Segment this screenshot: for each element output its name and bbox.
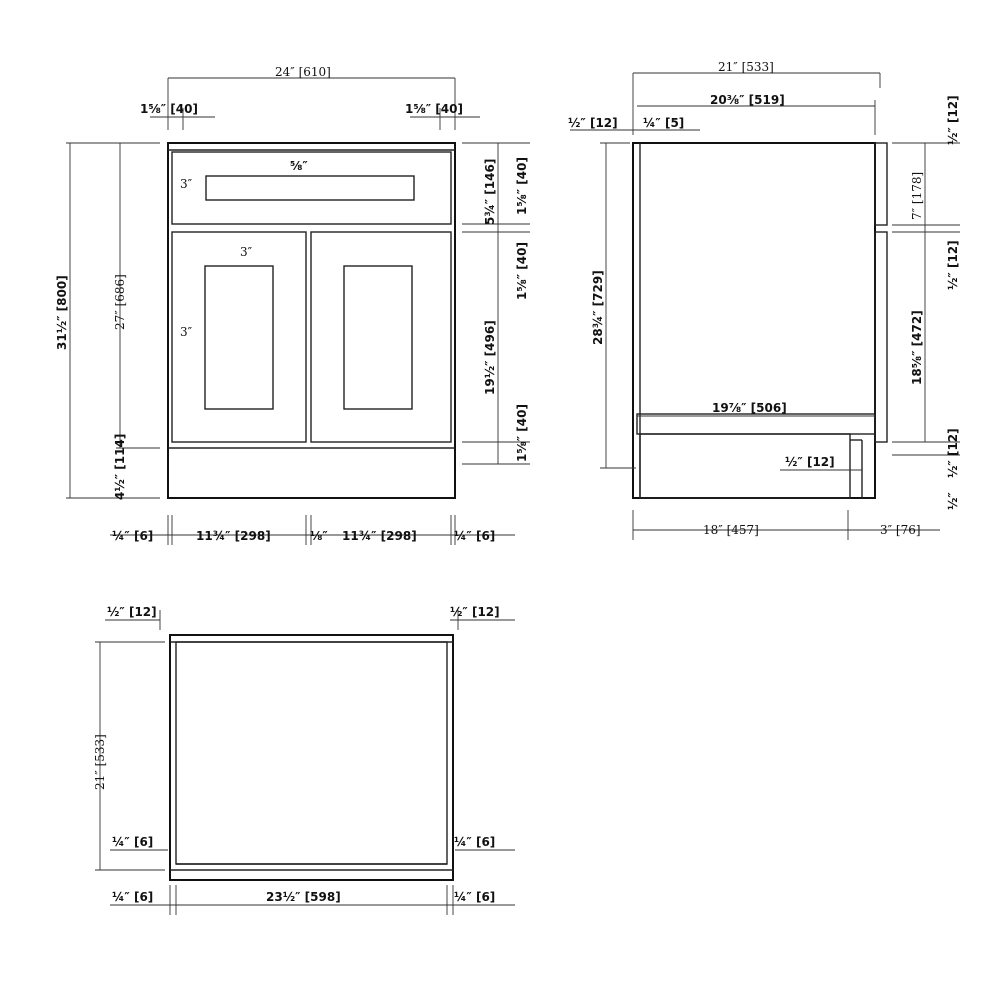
top-bottom-left: ¼″ [6] bbox=[112, 890, 153, 904]
right-door-panel bbox=[343, 265, 413, 410]
front-drawer-panel-left: 3″ bbox=[180, 177, 193, 191]
front-bottom-left-side: ¼″ [6] bbox=[112, 529, 153, 543]
side-shelf bbox=[636, 413, 876, 435]
side-overall-height: 28¾″ [729] bbox=[591, 270, 605, 345]
left-door bbox=[171, 231, 307, 443]
side-drawer-front bbox=[874, 142, 888, 226]
front-drawer-rail-top: ⅝″ bbox=[290, 159, 308, 173]
side-drawer-height: 7″ [178] bbox=[910, 172, 924, 220]
side-top-right: ½″ [12] bbox=[946, 95, 960, 145]
side-bottom-thickness: ½″ [12] bbox=[785, 455, 835, 469]
right-door bbox=[310, 231, 452, 443]
side-door-height: 18⅝″ [472] bbox=[910, 310, 924, 385]
front-box-height: 27″ [686] bbox=[113, 274, 127, 330]
front-mid-rail-right: 1⅝″ [40] bbox=[515, 242, 529, 300]
side-door bbox=[874, 231, 888, 443]
side-toe-kick-depth: 3″ [76] bbox=[880, 523, 921, 537]
side-toe-kick-area bbox=[639, 433, 851, 499]
top-carcass-outline bbox=[169, 634, 454, 881]
side-base-depth: 18″ [457] bbox=[703, 523, 759, 537]
side-gap-right: ½″ [12] bbox=[946, 240, 960, 290]
top-width: 23½″ [598] bbox=[266, 890, 341, 904]
side-right-bottom-2: ½″ bbox=[946, 492, 960, 510]
top-right-top: ½″ [12] bbox=[450, 605, 500, 619]
front-bottom-right-side: ¼″ [6] bbox=[454, 529, 495, 543]
top-inner-box bbox=[175, 641, 448, 865]
top-left-inner: ¼″ [6] bbox=[112, 835, 153, 849]
front-left-stile: 1⅝″ [40] bbox=[140, 102, 198, 116]
front-door-rail-top: 3″ bbox=[240, 245, 253, 259]
front-drawer-rail-right: 1⅝″ [40] bbox=[515, 157, 529, 215]
front-overall-width: 24″ [610] bbox=[275, 65, 331, 79]
side-overall-depth: 21″ [533] bbox=[718, 60, 774, 74]
front-center-gap: ⅛″ bbox=[310, 529, 328, 543]
front-bottom-rail-right: 1⅝″ [40] bbox=[515, 404, 529, 462]
front-toe-kick: 4½″ [114] bbox=[113, 434, 127, 500]
top-right-inner: ¼″ [6] bbox=[454, 835, 495, 849]
front-carcass-outline bbox=[167, 142, 456, 499]
drawer-panel bbox=[205, 175, 415, 201]
front-door-stile-left: 3″ bbox=[180, 325, 193, 339]
side-shelf-depth: 19⅞″ [506] bbox=[712, 401, 787, 415]
front-drawer-front-height: 5¾″ [146] bbox=[483, 159, 497, 225]
side-back-panel-dim: ¼″ [5] bbox=[643, 116, 684, 130]
side-box-depth: 20⅜″ [519] bbox=[710, 93, 785, 107]
front-door-height: 19½″ [496] bbox=[483, 320, 497, 395]
top-depth: 21″ [533] bbox=[93, 734, 107, 790]
top-bottom-right: ¼″ [6] bbox=[454, 890, 495, 904]
side-view: 21″ [533] 20⅜″ [519] ½″ [12] ¼″ [5] 28¾″… bbox=[568, 60, 960, 540]
front-left-door-width: 11¾″ [298] bbox=[196, 529, 271, 543]
side-door-thickness: ½″ [12] bbox=[568, 116, 618, 130]
left-door-panel bbox=[204, 265, 274, 410]
drawer-front bbox=[171, 151, 452, 225]
top-view: ½″ [12] ½″ [12] 21″ [533] ¼″ [6] ¼″ [6] … bbox=[93, 605, 515, 915]
side-carcass-outline bbox=[632, 142, 876, 499]
side-right-bottom-1: ½″ [12] bbox=[946, 428, 960, 478]
top-left-top: ½″ [12] bbox=[107, 605, 157, 619]
front-view: 24″ [610] 1⅝″ [40] 1⅝″ [40] 31½″ [800] 2… bbox=[55, 65, 530, 545]
front-right-door-width: 11¾″ [298] bbox=[342, 529, 417, 543]
front-right-stile: 1⅝″ [40] bbox=[405, 102, 463, 116]
front-overall-height: 31½″ [800] bbox=[55, 275, 69, 350]
